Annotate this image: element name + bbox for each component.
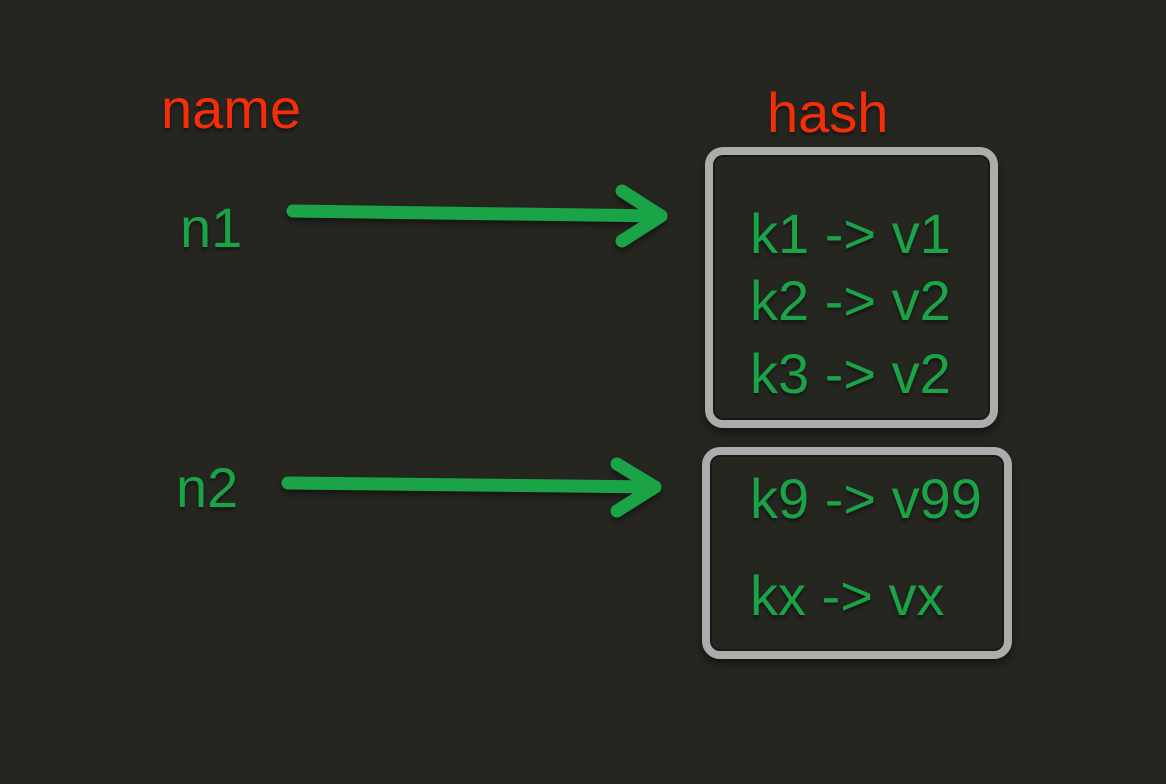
right-arrow-icon — [281, 457, 662, 518]
hash-entry: k2 -> v2 — [750, 269, 951, 332]
hash-entry: k1 -> v1 — [750, 202, 951, 265]
hash-box-1: k1 -> v1 k2 -> v2 k3 -> v2 — [705, 147, 998, 428]
hash-box-2: k9 -> v99 kx -> vx — [702, 447, 1012, 659]
name-node-n1: n1 — [180, 196, 243, 259]
column-label-name: name — [161, 77, 302, 140]
right-arrow-icon — [286, 184, 668, 248]
hash-entry: kx -> vx — [750, 564, 945, 627]
hash-entry: k3 -> v2 — [750, 342, 951, 405]
hash-entry: k9 -> v99 — [750, 467, 982, 530]
name-node-n2: n2 — [176, 456, 239, 519]
column-label-hash: hash — [767, 81, 889, 144]
